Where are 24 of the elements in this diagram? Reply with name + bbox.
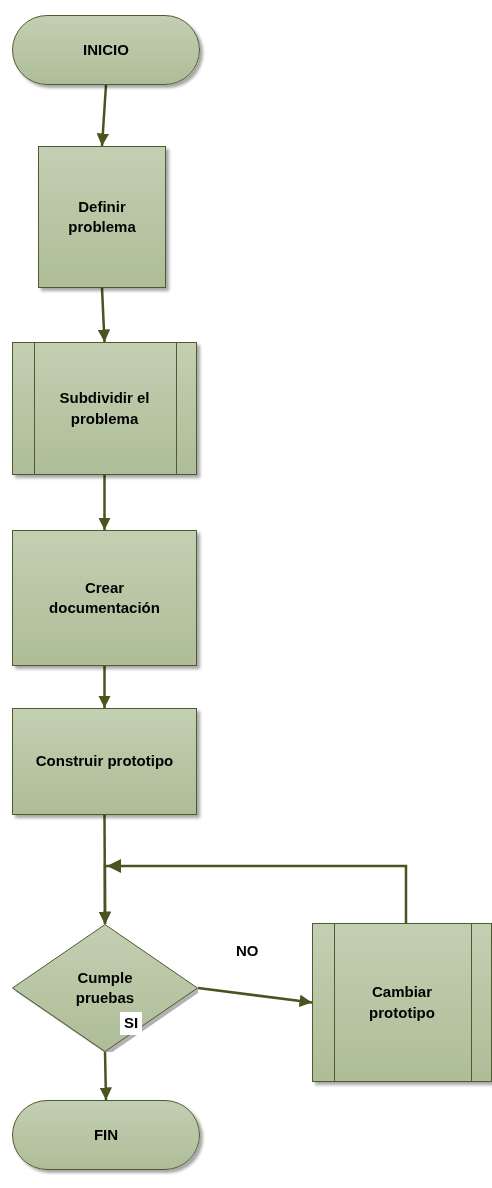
process-box bbox=[38, 146, 166, 288]
decision-diamond bbox=[12, 924, 198, 1052]
node-label: Cumple pruebas bbox=[74, 967, 136, 1008]
terminal-shape bbox=[12, 1100, 200, 1170]
arrow bbox=[98, 475, 111, 530]
node-label: Construir prototipo bbox=[35, 751, 174, 772]
arrow bbox=[99, 1051, 112, 1101]
subprocess-box bbox=[312, 923, 492, 1082]
node-label: Crear documentación bbox=[48, 577, 161, 618]
arrow bbox=[98, 666, 111, 708]
node-label: INICIO bbox=[83, 39, 129, 60]
arrow bbox=[97, 287, 111, 343]
edge-label: SI bbox=[120, 1012, 143, 1035]
node-label: Definir problema bbox=[67, 196, 137, 237]
subprocess-box bbox=[12, 342, 197, 475]
arrow bbox=[96, 84, 110, 147]
arrow bbox=[197, 986, 313, 1008]
process-box bbox=[12, 530, 197, 666]
node-label: FIN bbox=[93, 1124, 119, 1145]
node-label: Subdividir el problema bbox=[58, 388, 151, 429]
node-label: Cambiar prototipo bbox=[368, 982, 436, 1023]
arrow bbox=[98, 859, 408, 924]
process-box bbox=[12, 708, 197, 815]
terminal-shape bbox=[12, 15, 200, 85]
